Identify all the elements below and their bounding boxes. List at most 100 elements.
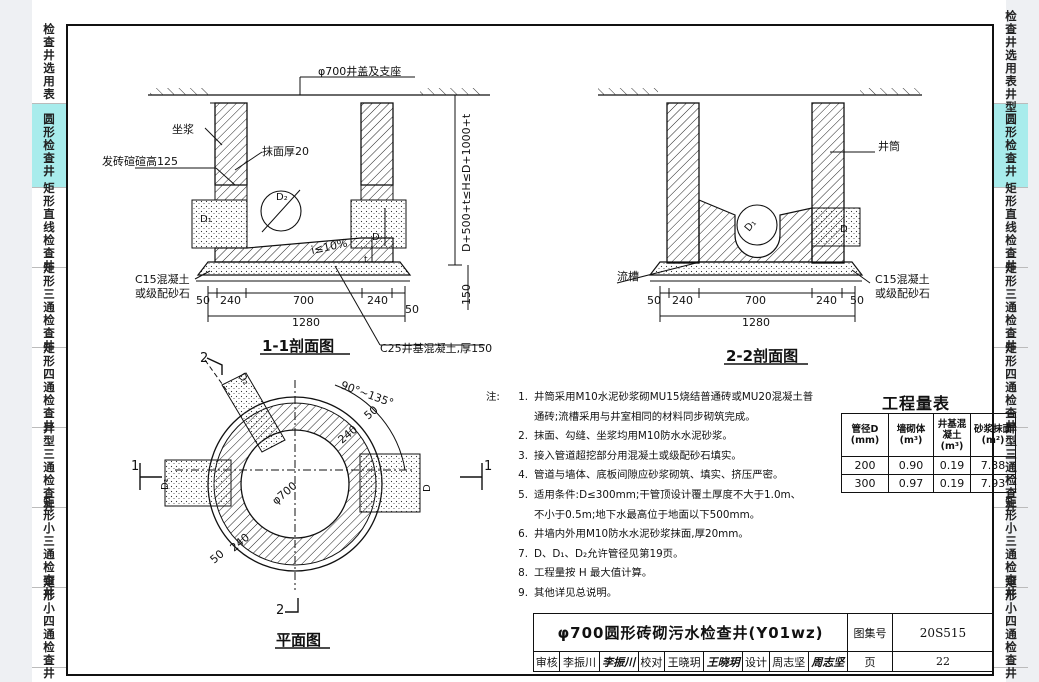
nav-tab-left-7[interactable]: 矩形小四通检查井: [32, 575, 66, 679]
cushion-label-2: 或级配砂石: [135, 287, 190, 300]
quantity-header: 管径D (mm): [841, 413, 889, 457]
dim-240b: 240: [367, 294, 388, 307]
check-name: 王晓玥: [664, 651, 705, 672]
note-number: 6.: [518, 528, 528, 541]
left-nav-tabs: 检查井选用表圆形检查井矩形直线检查井矩形三通检查井矩形四通检查井异型三通检查井矩…: [32, 20, 66, 679]
channel-label: 流槽: [617, 269, 639, 283]
note-item: 7. D、D₁、D₂允许管径见第19页。: [486, 545, 813, 565]
d1-label: D₁: [200, 214, 212, 225]
nav-tab-right-3[interactable]: 矩形三通检查井: [994, 262, 1028, 353]
notes-label: 注:: [486, 391, 500, 403]
design-name: 周志坚: [768, 651, 809, 672]
quantity-title: 工程量表: [882, 394, 951, 413]
nav-tab-label: 检查井选用表井型: [1005, 8, 1017, 114]
dim-240a: 240: [220, 294, 241, 307]
page-label: 页: [847, 651, 893, 672]
cut-1-left: 1: [131, 459, 139, 474]
nav-tab-right-6[interactable]: 矩形小三通检查井: [994, 495, 1028, 599]
dim-50a: 50: [196, 294, 210, 307]
dim-150: 150: [460, 284, 473, 305]
nav-tab-left-2[interactable]: 矩形直线检查井: [32, 182, 66, 273]
dim2-50a: 50: [647, 294, 661, 307]
base-note: C25井基混凝土,厚150: [380, 341, 492, 355]
cover-label: φ700井盖及支座: [318, 64, 401, 78]
nav-tab-left-1[interactable]: 圆形检查井: [32, 104, 66, 188]
brick-ring-label: 发砖碹碹高125: [102, 154, 178, 168]
page-number: 22: [892, 651, 994, 672]
plan-title: 平面图: [276, 631, 321, 649]
nav-tab-label: 矩形小三通检查井: [1005, 494, 1017, 600]
nav-tab-left-4[interactable]: 矩形四通检查井: [32, 342, 66, 433]
note-item: 2.抹面、勾缝、坐浆均用M10防水水泥砂浆。: [486, 427, 813, 447]
check-label: 校对: [637, 651, 666, 672]
nav-tab-right-7[interactable]: 矩形小四通检查井: [994, 575, 1028, 679]
quantity-cell: 300: [841, 474, 889, 493]
cut-2-bottom: 2: [276, 603, 284, 618]
note-number: 9.: [518, 586, 528, 599]
dim-50b: 50: [405, 303, 419, 316]
angle-label: 90°~135°: [339, 379, 395, 410]
note-text: 接入管道超挖部分用混凝土或级配砂石填实。: [534, 449, 742, 462]
dim-1280: 1280: [292, 316, 320, 329]
barrel-label: 井筒: [878, 139, 900, 153]
plan-d-label: D: [422, 484, 433, 492]
nav-tab-label: 矩形三通检查井: [1005, 261, 1017, 353]
quantity-cell: 7.38: [970, 456, 1016, 475]
plaster-label: 抹面厚20: [262, 145, 309, 158]
quantity-cell: 0.97: [888, 474, 934, 493]
plan-dim-50a: 50: [362, 403, 381, 422]
note-number: 5.: [518, 488, 528, 501]
d-label-2: D: [840, 224, 848, 235]
quantity-cell: 0.90: [888, 456, 934, 475]
nav-tab-left-6[interactable]: 矩形小三通检查井: [32, 495, 66, 599]
drawing-title: φ700圆形砖砌污水检查井(Y01wz): [533, 613, 848, 652]
plan-view: [139, 357, 483, 649]
note-number: 8.: [518, 567, 528, 580]
nav-tab-right-1[interactable]: 圆形检查井: [994, 104, 1028, 188]
drawing-frame: [66, 24, 994, 676]
quantity-cell: 7.93: [970, 474, 1016, 493]
section-1-title: 1-1剖面图: [262, 337, 334, 355]
note-text: D、D₁、D₂允许管径见第19页。: [534, 547, 684, 560]
dim2-240a: 240: [672, 294, 693, 307]
nav-tab-label: 矩形小三通检查井: [43, 494, 55, 600]
atlas-label: 图集号: [847, 613, 893, 652]
review-name: 李振川: [559, 651, 600, 672]
nav-tab-right-0[interactable]: 检查井选用表井型: [994, 9, 1028, 113]
note-text: 适用条件:D≤300mm;干管顶设计覆土厚度不大于1.0m、: [534, 488, 802, 501]
quantity-header: 墙砌体 (m³): [888, 413, 934, 457]
quantity-cell: 200: [841, 456, 889, 475]
section-1-1: [135, 76, 490, 355]
cushion-label-1: C15混凝土: [135, 272, 190, 286]
section-2-2: [598, 88, 922, 365]
nav-tab-label: 圆形检查井: [43, 112, 55, 178]
nav-tab-label: 圆形检查井: [1005, 112, 1017, 178]
note-item: 5. 适用条件:D≤300mm;干管顶设计覆土厚度不大于1.0m、: [486, 486, 813, 506]
quantity-cell: 0.19: [933, 474, 971, 493]
nav-tab-left-0[interactable]: 检查井选用表: [32, 20, 66, 104]
dim2-50b: 50: [850, 294, 864, 307]
nav-tab-label: 矩形直线检查井: [43, 181, 55, 273]
nav-tab-left-5[interactable]: 异型三通检查井: [32, 422, 66, 513]
note-text: 井筒采用M10水泥砂浆砌MU15烧结普通砖或MU20混凝土普: [534, 391, 814, 403]
nav-tab-right-2[interactable]: 矩形直线检查井: [994, 182, 1028, 273]
note-text: 井墙内外用M10防水水泥砂浆抹面,厚20mm。: [534, 528, 749, 541]
nav-tab-label: 检查井选用表: [43, 21, 55, 101]
note-text: 工程量按 H 最大值计算。: [534, 567, 653, 580]
note-item: 4.管道与墙体、底板间隙应砂浆砌筑、填实、挤压严密。: [486, 466, 813, 486]
note-number: 3.: [518, 449, 528, 462]
nav-tab-left-3[interactable]: 矩形三通检查井: [32, 262, 66, 353]
plan-d1-label: D₁: [160, 478, 171, 490]
cut-2-top: 2: [200, 351, 208, 366]
nav-tab-label: 矩形小四通检查井: [43, 574, 55, 680]
cut-1-right: 1: [484, 459, 492, 474]
nav-tab-label: 矩形小四通检查井: [1005, 574, 1017, 680]
drawing-labels: φ700井盖及支座 坐浆 抹面厚20 发砖碹碹高125 i≤10% D₁ D₂ …: [102, 64, 930, 649]
nav-tab-label: 矩形四通检查井: [43, 341, 55, 433]
note-item: 9.其他详见总说明。: [486, 584, 813, 604]
note-number: 7.: [518, 547, 528, 560]
